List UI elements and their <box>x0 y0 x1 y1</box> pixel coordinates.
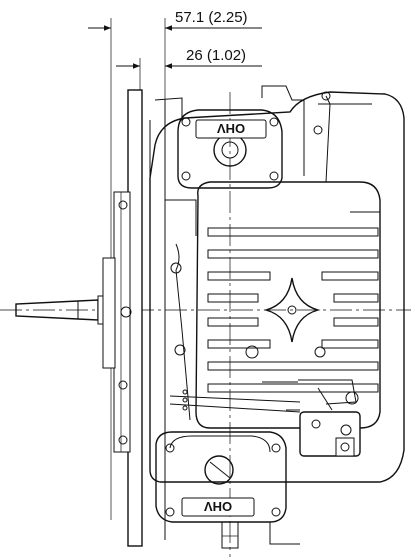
mounting-flange <box>102 89 143 547</box>
bolt-icon <box>271 507 281 517</box>
dimension-label-shaft: 26 (1.02) <box>186 47 246 64</box>
bolt-icon <box>245 345 259 359</box>
cooling-fins-icon <box>207 211 380 393</box>
bolt-icon <box>314 346 326 358</box>
emblem-star-icon <box>263 277 321 343</box>
head-stamp-top: OHV <box>217 121 246 136</box>
cylinder-head-bottom: OHV <box>155 431 300 549</box>
crankshaft-icon <box>15 295 115 325</box>
bolt-icon <box>313 125 323 135</box>
bolt-icon <box>118 435 128 445</box>
bolt-icon <box>118 380 128 390</box>
bolt-icon <box>181 171 191 181</box>
bolt-icon <box>120 306 132 318</box>
bolt-icon <box>269 171 279 181</box>
head-stamp-bottom: OHV <box>204 499 233 514</box>
bolt-icon <box>165 443 175 453</box>
emblem-center-icon <box>287 305 297 315</box>
crankcase <box>149 91 405 540</box>
blower-housing <box>195 181 381 429</box>
bolt-icon <box>269 117 279 127</box>
bolt-icon <box>118 200 128 210</box>
bolt-icon <box>271 443 281 453</box>
cylinder-head-top: OHV <box>177 85 372 189</box>
throttle-linkage <box>165 199 326 421</box>
bolt-icon <box>165 507 175 517</box>
bolt-icon <box>311 419 321 429</box>
bolt-icon <box>181 117 191 127</box>
dimension-label-overall: 57.1 (2.25) <box>175 9 248 26</box>
spark-plug-boss-icon <box>204 455 234 485</box>
carburetor-icon <box>262 379 361 457</box>
